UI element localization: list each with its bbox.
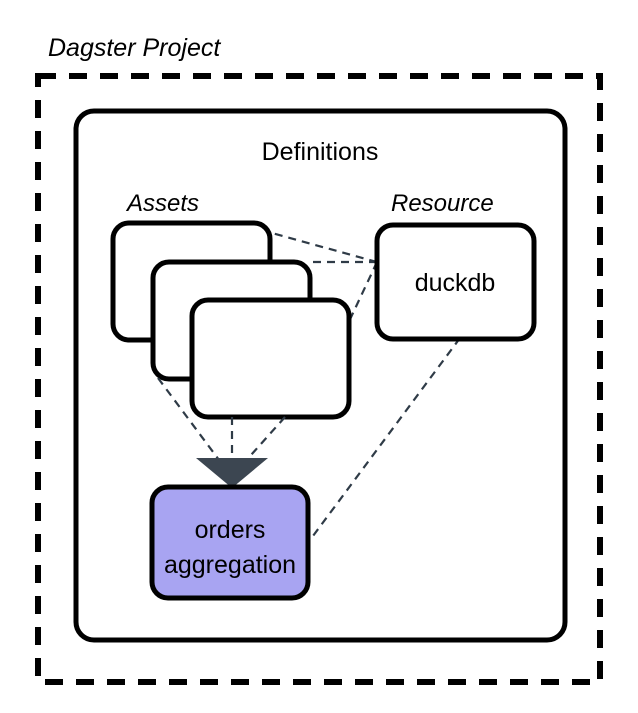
- asset-card-3[interactable]: [189, 297, 352, 420]
- arrowhead-icon: [196, 458, 268, 488]
- duckdb-resource-node[interactable]: [374, 222, 537, 342]
- connector-card2-to-orders: [157, 377, 223, 465]
- duckdb-label: duckdb: [415, 269, 496, 297]
- orders-aggregation-node[interactable]: [149, 484, 311, 601]
- connector-duckdb-to-card-1: [267, 230, 378, 264]
- connector-group-assets-to-orders: [157, 377, 286, 465]
- orders-aggregation-label-line2: aggregation: [164, 551, 296, 579]
- assets-section-label: Assets: [125, 190, 199, 217]
- orders-aggregation-label-line1: orders: [195, 516, 266, 544]
- connector-card3b-to-orders: [242, 416, 286, 465]
- project-boundary: [35, 73, 603, 685]
- definitions-label: Definitions: [262, 138, 379, 166]
- resource-section-label: Resource: [391, 190, 494, 217]
- project-title: Dagster Project: [48, 34, 221, 62]
